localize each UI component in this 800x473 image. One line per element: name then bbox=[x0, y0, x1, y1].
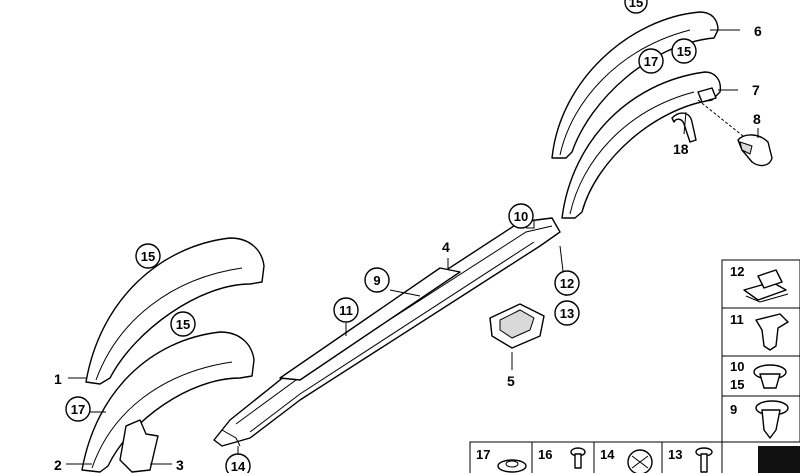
svg-text:1: 1 bbox=[54, 371, 62, 387]
callout-7: 7 bbox=[752, 82, 760, 98]
callout-5: 5 bbox=[507, 373, 515, 389]
svg-text:15: 15 bbox=[677, 44, 691, 59]
callout-8: 8 bbox=[753, 111, 761, 127]
callout-15-top: 15 bbox=[624, 0, 648, 14]
callout-13: 13 bbox=[554, 300, 580, 326]
callout-11: 11 bbox=[333, 297, 359, 323]
callout-17-left: 17 bbox=[65, 396, 91, 422]
clip-part-18 bbox=[671, 112, 697, 143]
svg-text:15: 15 bbox=[176, 317, 190, 332]
svg-text:11: 11 bbox=[339, 303, 353, 318]
wheel-arch-trim-left-upper bbox=[85, 237, 265, 385]
svg-text:17: 17 bbox=[476, 447, 490, 462]
legend-item-16: 16 bbox=[531, 441, 595, 473]
bracket-part-5 bbox=[489, 303, 545, 349]
legend-item-10-15: 10 15 bbox=[721, 355, 800, 397]
side-sill-trim bbox=[213, 217, 561, 447]
callout-15-left2: 15 bbox=[170, 311, 196, 337]
callout-18: 18 bbox=[673, 141, 689, 157]
legend-item-11: 11 bbox=[721, 307, 800, 357]
legend-item-17: 17 bbox=[469, 441, 533, 473]
callout-1: 1 bbox=[54, 371, 62, 387]
callout-15-b: 15 bbox=[671, 38, 697, 64]
legend-right: 12 11 10 15 9 bbox=[721, 259, 800, 473]
svg-text:13: 13 bbox=[668, 447, 682, 462]
callout-2: 2 bbox=[54, 457, 62, 473]
svg-text:10: 10 bbox=[514, 209, 528, 224]
svg-text:6: 6 bbox=[754, 23, 762, 39]
legend-item-14: 14 bbox=[593, 441, 663, 473]
svg-text:9: 9 bbox=[373, 273, 380, 288]
svg-text:10: 10 bbox=[730, 359, 744, 374]
wheel-arch-trim-lower bbox=[561, 71, 722, 219]
wheel-arch-trim-upper bbox=[551, 11, 719, 159]
svg-text:13: 13 bbox=[560, 306, 574, 321]
svg-text:9: 9 bbox=[730, 402, 737, 417]
svg-text:14: 14 bbox=[231, 459, 246, 473]
svg-text:11: 11 bbox=[730, 312, 744, 327]
callout-10: 10 bbox=[508, 203, 534, 229]
callout-12: 12 bbox=[554, 270, 580, 296]
svg-text:15: 15 bbox=[730, 377, 744, 392]
svg-text:5: 5 bbox=[507, 373, 515, 389]
legend-item-12: 12 bbox=[721, 259, 800, 309]
svg-text:4: 4 bbox=[442, 239, 450, 255]
svg-text:16: 16 bbox=[538, 447, 552, 462]
legend-item-13: 13 bbox=[661, 441, 723, 473]
callout-6: 6 bbox=[754, 23, 762, 39]
legend-black-block bbox=[758, 446, 800, 473]
svg-text:17: 17 bbox=[644, 54, 658, 69]
callout-14: 14 bbox=[225, 453, 251, 473]
svg-text:8: 8 bbox=[753, 111, 761, 127]
dashed-leader-8 bbox=[697, 99, 749, 141]
callout-17-top: 17 bbox=[638, 48, 664, 74]
svg-text:12: 12 bbox=[730, 264, 744, 279]
legend-item-9: 9 bbox=[721, 395, 800, 443]
svg-text:7: 7 bbox=[752, 82, 760, 98]
svg-text:12: 12 bbox=[560, 276, 574, 291]
svg-text:14: 14 bbox=[600, 447, 615, 462]
legend-bottom: 17 16 14 13 bbox=[469, 441, 723, 473]
svg-text:18: 18 bbox=[673, 141, 689, 157]
callout-15-left: 15 bbox=[135, 243, 161, 269]
svg-text:3: 3 bbox=[176, 457, 184, 473]
callout-3: 3 bbox=[176, 457, 184, 473]
wheel-arch-trim-left-lower bbox=[81, 331, 255, 473]
svg-text:15: 15 bbox=[141, 249, 155, 264]
cover-part-8 bbox=[737, 134, 773, 167]
callout-9: 9 bbox=[364, 267, 390, 293]
svg-text:17: 17 bbox=[71, 402, 85, 417]
svg-text:15: 15 bbox=[629, 0, 643, 10]
callout-4: 4 bbox=[442, 239, 450, 255]
svg-text:2: 2 bbox=[54, 457, 62, 473]
